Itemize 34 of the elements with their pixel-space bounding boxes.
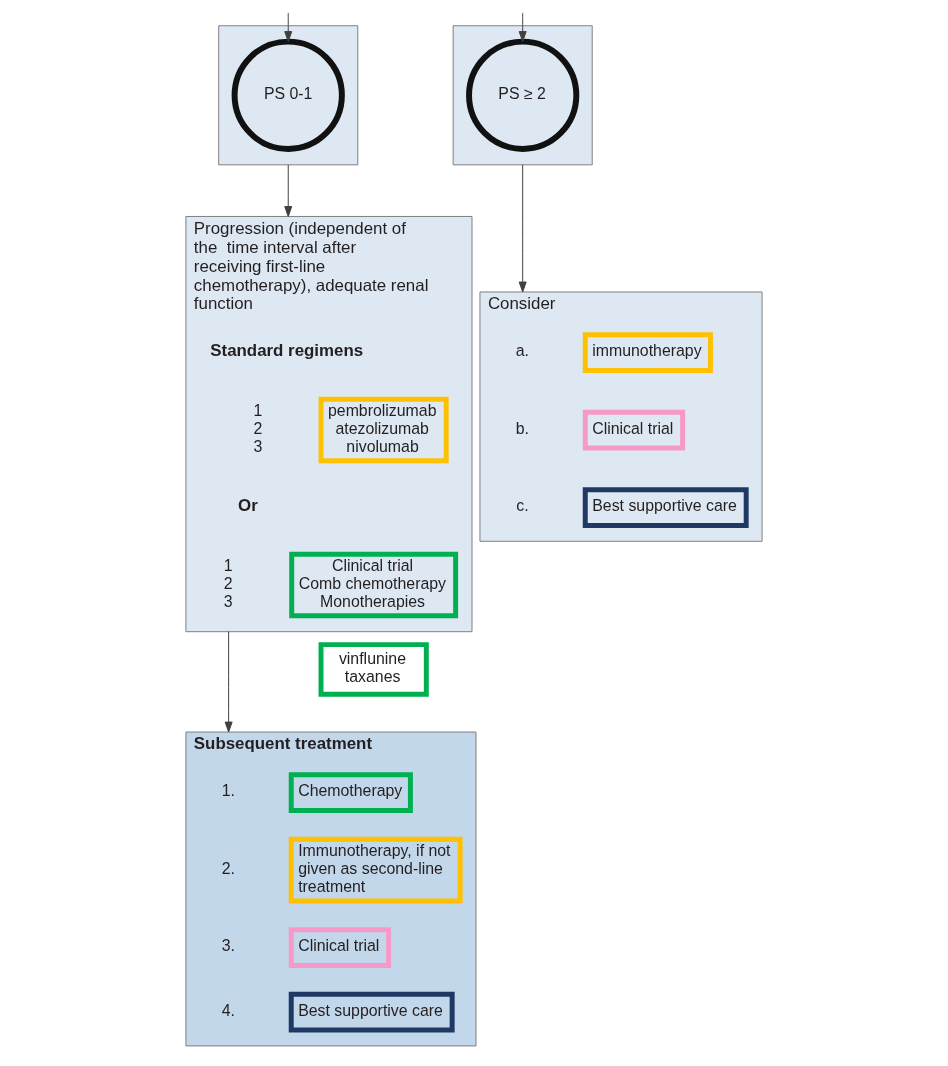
label: Or (238, 495, 258, 515)
node-box: Clinical trial (288, 927, 392, 968)
arrow (284, 12, 293, 42)
label: a. (515, 342, 529, 360)
label: 3 (223, 592, 233, 610)
arrow (518, 12, 527, 42)
cluster (218, 25, 359, 166)
arrow (518, 164, 527, 293)
label: 2 (253, 419, 263, 437)
arrow (284, 164, 293, 217)
node-box: Chemotherapy (288, 772, 413, 813)
node-box: Best supportive care (288, 991, 455, 1033)
label: 2. (221, 859, 235, 877)
node-circle: PS ≥ 2 (466, 38, 580, 152)
node-box: Clinical trial (582, 409, 686, 451)
label: 3 (253, 437, 263, 455)
node-box: Clinical trial Comb chemotherapy Monotherapies (289, 551, 459, 619)
node-box: vinflunine taxanes (318, 642, 429, 697)
cluster (452, 25, 593, 166)
node-box: immunotherapy (582, 332, 713, 373)
node-box: Best supportive care (582, 487, 749, 528)
arrow (224, 631, 233, 733)
label: Standard regimens (210, 340, 364, 360)
label: 1. (221, 782, 235, 800)
label: 3. (221, 937, 235, 955)
label: 1 (253, 401, 263, 419)
node-circle: PS 0-1 (231, 38, 345, 152)
label: 2 (223, 574, 233, 592)
label: 1 (223, 556, 233, 574)
label: c. (516, 497, 529, 515)
label: b. (515, 419, 529, 437)
label: 4. (221, 1001, 235, 1019)
node-box: pembrolizumab atezolizumab nivolumab (318, 396, 449, 464)
node-box: Immunotherapy, if not given as second-line treatment (288, 836, 463, 904)
